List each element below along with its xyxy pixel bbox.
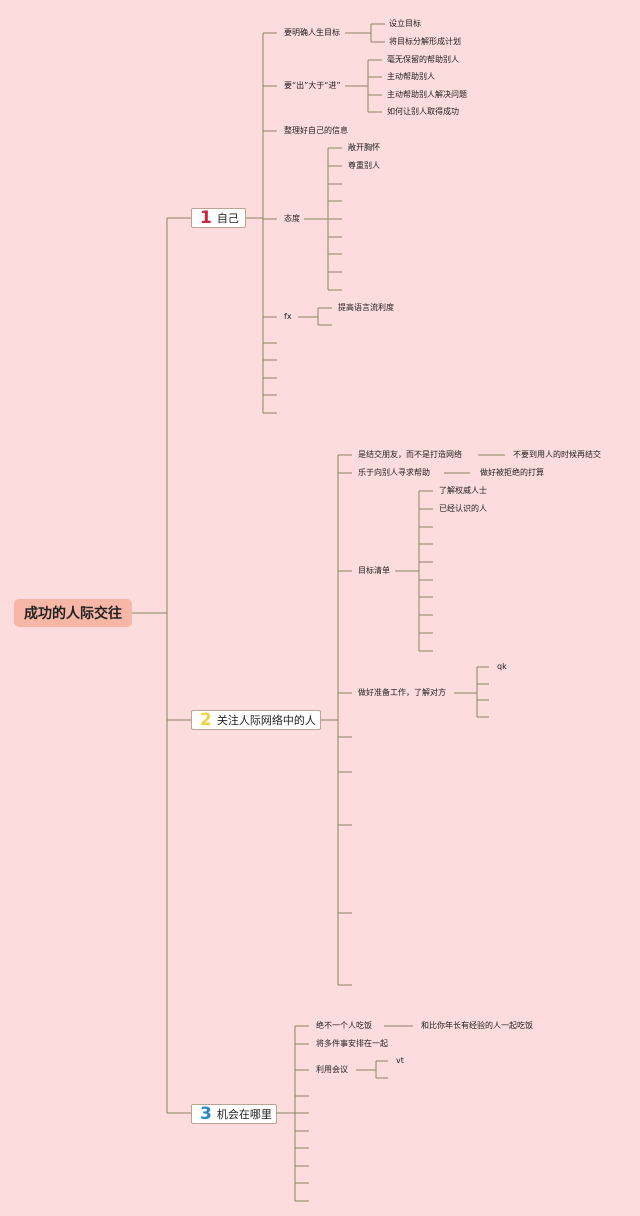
node-give-more-than-take[interactable]: 要“出”大于“进” [284,81,341,90]
node-set-goals[interactable]: 设立目标 [389,19,421,28]
node-know-authorities[interactable]: 了解权威人士 [439,486,487,495]
branch-number-1: 1 [200,207,212,228]
node-ask-for-help[interactable]: 乐于向别人寻求帮助 [358,468,430,477]
node-known-people[interactable]: 已经认识的人 [439,504,487,513]
node-actively-help[interactable]: 主动帮助别人 [387,72,435,81]
node-make-friends[interactable]: 是结交朋友，而不是打造网络 [358,450,462,459]
node-respect-others[interactable]: 尊重别人 [348,161,380,170]
node-prepare-for-rejection[interactable]: 做好被拒绝的打算 [480,468,544,477]
branch-number-2: 2 [200,709,212,730]
node-use-meetings[interactable]: 利用会议 [316,1065,348,1074]
root-topic-label: 成功的人际交往 [24,606,122,622]
node-split-goals-into-plan[interactable]: 将目标分解形成计划 [389,37,461,46]
node-help-solve-problems[interactable]: 主动帮助别人解决问题 [387,90,467,99]
node-never-eat-alone[interactable]: 绝不一个人吃饭 [316,1021,372,1030]
branch-label: 自己 [216,212,239,225]
branch-number-3: 3 [200,1103,212,1124]
node-dont-wait[interactable]: 不要到用人的时候再结交 [513,450,601,459]
branch-network-people[interactable]: 2 关注人际网络中的人 [191,710,321,730]
root-topic[interactable]: 成功的人际交往 [14,599,132,627]
node-help-without-reservation[interactable]: 毫无保留的帮助别人 [387,55,459,64]
node-vt[interactable]: vt [396,1056,404,1065]
node-target-list[interactable]: 目标清单 [358,566,390,575]
node-qk[interactable]: qk [497,662,507,671]
node-help-others-succeed[interactable]: 如何让别人取得成功 [387,107,459,116]
branch-label: 关注人际网络中的人 [216,714,316,727]
branch-label: 机会在哪里 [216,1108,272,1121]
node-open-mind[interactable]: 敞开胸怀 [348,143,380,152]
node-improve-fluency[interactable]: 提高语言流利度 [338,303,394,312]
node-prepare-understand[interactable]: 做好准备工作，了解对方 [358,688,446,697]
node-eat-with-experienced[interactable]: 和比你年长有经验的人一起吃饭 [421,1021,533,1030]
branch-self[interactable]: 1 自己 [191,208,246,228]
node-organize-own-info[interactable]: 整理好自己的信息 [284,126,348,135]
node-attitude[interactable]: 态度 [284,214,300,223]
node-combine-tasks[interactable]: 将多件事安排在一起 [316,1039,388,1048]
branch-opportunities[interactable]: 3 机会在哪里 [191,1104,277,1124]
node-life-goals[interactable]: 要明确人生目标 [284,28,340,37]
node-fx[interactable]: fx [284,312,292,321]
